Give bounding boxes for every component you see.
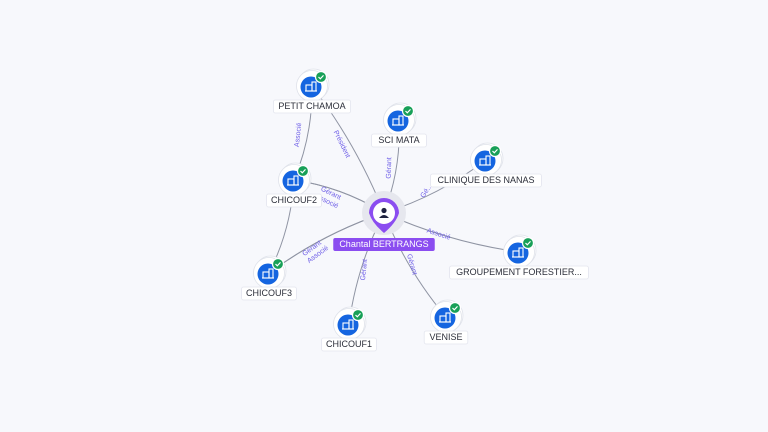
check-icon — [448, 301, 462, 315]
check-icon — [521, 236, 535, 250]
company-node-clinique[interactable]: CLINIQUE DES NANAS — [430, 142, 542, 188]
company-node-chicouf3[interactable]: CHICOUF3 — [241, 255, 297, 301]
edge-label: Associé — [294, 122, 304, 147]
company-name: CHICOUF2 — [271, 195, 317, 205]
company-node-chicouf1[interactable]: CHICOUF1 — [321, 306, 377, 352]
building-icon — [342, 319, 354, 330]
company-name: CHICOUF3 — [246, 288, 292, 298]
person-icon — [379, 207, 389, 218]
company-name: SCI MATA — [378, 135, 419, 145]
check-icon — [296, 164, 310, 178]
company-name: PETIT CHAMOA — [278, 101, 345, 111]
building-icon — [512, 247, 524, 258]
building-icon — [287, 175, 299, 186]
building-icon — [262, 268, 274, 279]
company-name: VENISE — [429, 332, 462, 342]
edge-label: Gérant — [405, 253, 418, 276]
check-icon — [401, 104, 415, 118]
check-icon — [488, 144, 502, 158]
company-name: CHICOUF1 — [326, 339, 372, 349]
edge-label: Président — [332, 130, 351, 160]
building-icon — [305, 81, 317, 92]
check-icon — [271, 257, 285, 271]
building-icon — [439, 312, 451, 323]
edge-label: Gérant — [360, 259, 369, 281]
company-node-sci-mata[interactable]: SCI MATA — [371, 102, 427, 148]
edge-label: Gérant — [386, 157, 394, 179]
company-node-chicouf2[interactable]: CHICOUF2 — [266, 162, 322, 208]
company-name: CLINIQUE DES NANAS — [437, 175, 534, 185]
check-icon — [314, 70, 328, 84]
building-icon — [392, 115, 404, 126]
person-node[interactable]: Chantal BERTRANGS — [333, 191, 435, 251]
company-node-petit-chamoa[interactable]: PETIT CHAMOA — [272, 68, 351, 114]
person-name: Chantal BERTRANGS — [339, 239, 428, 249]
company-name: GROUPEMENT FORESTIER... — [456, 267, 582, 277]
graph-nodes: PETIT CHAMOA SCI MATA CLINIQUE DES NANAS CH… — [241, 68, 589, 352]
company-node-venise[interactable]: VENISE — [423, 299, 469, 345]
check-icon — [351, 308, 365, 322]
building-icon — [479, 155, 491, 166]
company-node-groupement[interactable]: GROUPEMENT FORESTIER... — [449, 234, 589, 280]
